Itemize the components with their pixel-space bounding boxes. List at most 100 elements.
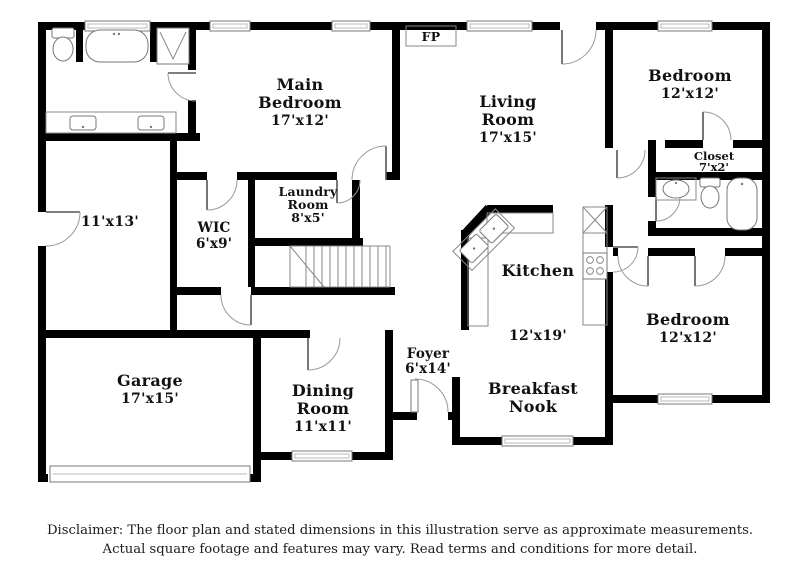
door (307, 337, 341, 371)
room-label-main-bedroom: Bedroom (258, 93, 342, 112)
door (612, 246, 639, 273)
wall-segment (255, 238, 363, 246)
room-label-laundry: Laundry (278, 184, 338, 199)
wall-segment (237, 172, 255, 180)
wall-segment (188, 30, 196, 70)
window (209, 20, 251, 32)
wall-segment (76, 30, 83, 62)
wall-segment (38, 22, 770, 30)
room-label-main-bedroom: Main (277, 75, 324, 94)
room-dims-kitchen: 12'x19' (509, 328, 567, 344)
bath2-sink-icon (655, 177, 697, 201)
wall-segment (648, 140, 656, 180)
room-label-laundry: Room (287, 197, 328, 212)
wall-segment (38, 246, 46, 482)
wall-segment (733, 140, 765, 148)
wall-segment (38, 474, 48, 482)
window (501, 435, 574, 447)
room-label-garage: Garage (117, 371, 183, 390)
wall-segment (605, 205, 613, 247)
door (351, 145, 387, 181)
room-dims-closet: 7'x2' (699, 160, 729, 174)
disclaimer: Disclaimer: The floor plan and stated di… (47, 523, 753, 557)
wall-segment (188, 100, 196, 141)
bath2-toilet-icon (699, 177, 721, 209)
room-dims-main-bedroom: 17'x12' (271, 113, 329, 129)
room-dims-laundry: 8'x5' (291, 210, 325, 225)
door (694, 255, 726, 287)
bathtub-icon (85, 29, 149, 63)
wall-segment (177, 287, 221, 295)
disclaimer-line-2: Actual square footage and features may v… (102, 542, 698, 557)
room-label-living-room: Living (479, 92, 536, 111)
door (617, 255, 649, 287)
wall-segment (393, 412, 417, 420)
wall-segment (352, 180, 360, 238)
wall-segment (250, 474, 261, 482)
wall-segment (648, 228, 765, 236)
disclaimer-line-1: Disclaimer: The floor plan and stated di… (47, 523, 753, 538)
wall-segment (177, 172, 207, 180)
room-label-closet: Closet (694, 149, 735, 163)
door (45, 211, 81, 247)
wall-segment (46, 133, 200, 141)
room-label-living-room: Room (482, 110, 535, 129)
door (560, 22, 597, 65)
fireplace-icon (405, 25, 457, 47)
wall-segment (392, 22, 400, 180)
door (220, 294, 252, 326)
shower-icon (156, 27, 190, 65)
wall-segment (452, 377, 460, 445)
toilet-icon (51, 27, 75, 62)
refrigerator-icon (582, 206, 608, 234)
door (206, 179, 238, 211)
room-dims-living-room: 17'x15' (479, 130, 537, 146)
fixtures (45, 25, 758, 483)
door (655, 196, 681, 222)
wall-segment (725, 248, 765, 256)
room-label-dining: Room (297, 399, 350, 418)
windows (84, 20, 713, 462)
room-dims-bedroom-top-right: 12'x12' (661, 86, 719, 102)
wall-segment (38, 330, 310, 338)
wall-segment (461, 230, 469, 330)
fireplace-label: FP (422, 29, 441, 44)
room-label-kitchen: Kitchen (502, 261, 575, 280)
wall-segment (150, 30, 157, 62)
wall-segment (613, 248, 618, 256)
room-label-breakfast-nook: Nook (509, 397, 558, 416)
room-dims-suite-room: 11'x13' (81, 214, 139, 230)
wall-segment (255, 172, 337, 180)
room-label-bedroom-top-right: Bedroom (648, 66, 732, 85)
wall-segment (253, 330, 261, 482)
window (331, 20, 371, 32)
room-label-wic: WIC (197, 220, 231, 236)
front-door (410, 378, 449, 413)
wall-segment (251, 287, 395, 295)
corner-sink-icon (452, 208, 516, 272)
room-label-breakfast-nook: Breakfast (488, 379, 578, 398)
wall-segment (648, 180, 656, 197)
wall-segment (38, 22, 46, 212)
wall-segment (665, 140, 703, 148)
door (167, 72, 197, 102)
doors (45, 22, 732, 413)
stairs (289, 245, 391, 288)
wall-segment (648, 248, 695, 256)
range-icon (582, 252, 608, 280)
bath2-tub-icon (726, 177, 758, 231)
room-labels: Main Bedroom 17'x12' Living Room 17'x15'… (81, 29, 735, 435)
wall-segment (605, 272, 613, 445)
window (657, 393, 713, 405)
double-vanity-icon (45, 111, 177, 134)
room-dims-foyer: 6'x14' (405, 361, 451, 377)
door (336, 179, 361, 204)
window (657, 20, 713, 32)
room-label-foyer: Foyer (407, 346, 450, 362)
room-dims-dining: 11'x11' (294, 419, 352, 435)
room-dims-wic: 6'x9' (196, 236, 232, 252)
wall-segment (385, 330, 393, 460)
kitchen-counter (452, 206, 608, 327)
